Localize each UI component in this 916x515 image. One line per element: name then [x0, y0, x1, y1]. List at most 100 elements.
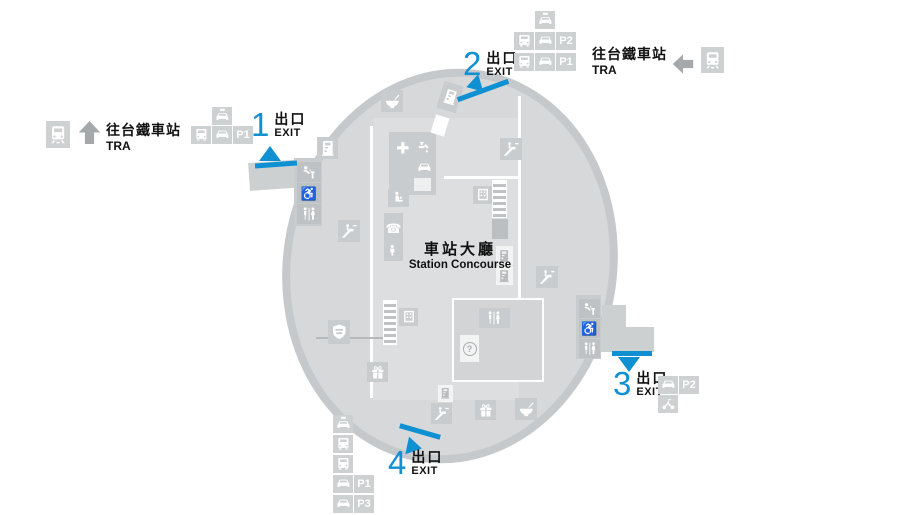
vending-machine-icon — [496, 246, 513, 265]
car-icon — [414, 159, 434, 177]
counter-block — [414, 178, 431, 191]
taxi-icon — [333, 415, 353, 433]
drinking-fountain-icon — [297, 162, 321, 182]
restaurant-icon — [515, 398, 537, 420]
accessible-toilet-icon: ♿ — [297, 183, 321, 203]
exit-1-en: EXIT — [274, 127, 301, 140]
toilets-icon — [297, 204, 321, 224]
parking-p3-label: P3 — [354, 495, 374, 513]
police-shield-icon — [328, 320, 350, 344]
exit-4-number: 4 — [388, 444, 407, 481]
tra-right-zh: 往台鐵車站 — [592, 46, 667, 62]
parking-p1-label: P1 — [354, 475, 374, 493]
taxi-icon — [535, 11, 555, 29]
first-aid-icon — [392, 137, 413, 158]
exit-2-label: 2 出口 EXIT — [463, 45, 519, 82]
exit-4-zh: 出口 — [411, 449, 444, 465]
exit-4-en: EXIT — [411, 465, 438, 478]
taxi-icon — [212, 107, 232, 125]
concourse-label-zh: 車站大廳 — [423, 241, 496, 258]
exit-1-zh: 出口 — [274, 111, 307, 127]
tra-left-label: 往台鐵車站 TRA — [106, 122, 181, 153]
train-icon — [701, 47, 724, 73]
bus-icon — [514, 32, 534, 50]
exit-3-corridor — [602, 305, 626, 331]
toilets-icon — [579, 339, 600, 358]
exit-2-zh: 出口 — [486, 50, 519, 66]
shop-gift-icon — [367, 362, 388, 382]
concourse-label: 車站大廳 Station Concourse — [391, 241, 529, 273]
tra-left-zh: 往台鐵車站 — [106, 122, 181, 138]
exit-1-number: 1 — [251, 106, 270, 143]
bus-icon — [333, 435, 353, 453]
up-arrow-icon — [76, 117, 103, 148]
vending-machine-icon — [496, 266, 513, 285]
toilets-icon — [479, 308, 510, 328]
exit-3-arrow — [618, 357, 640, 372]
train-icon — [46, 121, 70, 148]
tra-right-label: 往台鐵車站 TRA — [592, 46, 667, 77]
faucet-icon — [414, 136, 434, 158]
information-icon: ? — [460, 335, 479, 362]
car-icon — [658, 376, 678, 394]
ticket-machine-icon — [317, 137, 338, 159]
info-glyph: ? — [462, 341, 477, 356]
exit-4-label: 4 出口 EXIT — [388, 444, 444, 481]
person-icon — [385, 243, 400, 258]
stair-landing-block — [492, 219, 508, 239]
exit-1-label: 1 出口 EXIT — [251, 106, 307, 143]
parking-p1-label: P1 — [233, 126, 253, 144]
car-icon — [212, 126, 232, 144]
scooter-icon — [658, 395, 678, 413]
wheelchair-glyph: ♿ — [300, 185, 318, 201]
stairs-icon — [492, 180, 507, 218]
nursing-room-icon — [388, 189, 409, 207]
bus-icon — [191, 126, 211, 144]
parking-p2-label: P2 — [556, 32, 576, 50]
car-icon — [333, 475, 353, 493]
elevator-icon — [399, 308, 418, 326]
car-icon — [535, 32, 555, 50]
tra-right-en: TRA — [592, 62, 617, 77]
exit-2-en: EXIT — [486, 66, 513, 79]
car-icon — [333, 495, 353, 513]
restaurant-icon — [381, 90, 403, 112]
stairs-icon — [383, 300, 397, 345]
exit-3-blue-edge — [612, 351, 652, 356]
p3-text: P3 — [357, 498, 371, 510]
escalator-icon — [431, 403, 452, 424]
concourse-label-en: Station Concourse — [408, 259, 512, 271]
wall-line — [370, 126, 373, 398]
left-arrow-icon — [668, 52, 698, 76]
car-icon — [535, 53, 555, 71]
elevator-icon — [473, 186, 492, 204]
phone-glyph: ☎ — [385, 221, 402, 236]
wall-line — [316, 337, 390, 339]
exit-1-arrow — [259, 146, 281, 161]
vending-machine-icon — [438, 385, 453, 402]
p1-text: P1 — [559, 56, 573, 68]
shop-gift-icon — [475, 400, 496, 420]
phone-icon: ☎ — [385, 215, 402, 242]
p1-text: P1 — [236, 129, 250, 141]
accessible-toilet-icon: ♿ — [579, 319, 600, 338]
exit-2-number: 2 — [463, 45, 482, 82]
wall-line — [518, 96, 521, 300]
escalator-icon — [338, 220, 360, 242]
p2-text: P2 — [682, 379, 696, 391]
p2-text: P2 — [559, 35, 573, 47]
parking-p2-label: P2 — [679, 376, 699, 394]
bus-icon — [514, 53, 534, 71]
p1-text: P1 — [357, 478, 371, 490]
parking-p1-label: P1 — [556, 53, 576, 71]
exit-3-number: 3 — [613, 365, 632, 402]
exit-3-en: EXIT — [636, 386, 663, 399]
escalator-icon — [536, 266, 558, 288]
wall-line — [444, 176, 520, 179]
escalator-icon — [500, 138, 522, 160]
exit-3-corridor — [597, 327, 654, 352]
tra-left-en: TRA — [106, 138, 131, 153]
drinking-fountain-icon — [579, 299, 600, 318]
wheelchair-glyph: ♿ — [581, 321, 598, 336]
